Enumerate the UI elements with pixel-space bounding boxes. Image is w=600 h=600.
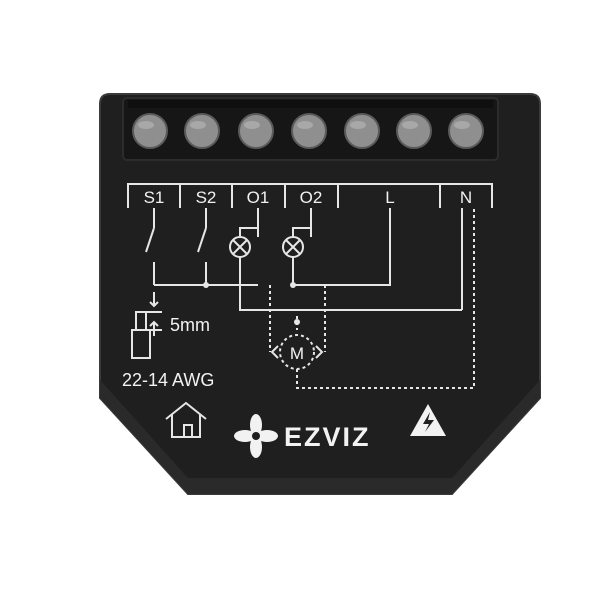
terminal-screw-highlight bbox=[402, 121, 418, 129]
terminal-screw-highlight bbox=[454, 121, 470, 129]
high-voltage-warning-icon bbox=[410, 404, 446, 436]
wire-gauge-label: 22-14 AWG bbox=[122, 370, 214, 390]
terminal-screw-highlight bbox=[350, 121, 366, 129]
terminal-screws bbox=[132, 113, 484, 149]
terminal-label-s1: S1 bbox=[144, 188, 165, 207]
terminal-label-l: L bbox=[385, 188, 394, 207]
ezviz-logo-icon bbox=[234, 414, 278, 458]
terminal-block-top bbox=[128, 100, 493, 108]
terminal-screw-highlight bbox=[190, 121, 206, 129]
wiring-schematic: M bbox=[145, 208, 475, 389]
terminal-screw bbox=[396, 113, 432, 149]
wire-strip-diagram: 5mm 22-14 AWG bbox=[122, 292, 214, 390]
terminal-label-n: N bbox=[460, 188, 472, 207]
terminal-screw bbox=[448, 113, 484, 149]
terminal-screw bbox=[344, 113, 380, 149]
terminal-screw-highlight bbox=[138, 121, 154, 129]
terminal-screw-highlight bbox=[244, 121, 260, 129]
terminal-screw bbox=[132, 113, 168, 149]
terminal-label-o2: O2 bbox=[300, 188, 323, 207]
home-icon bbox=[165, 401, 207, 438]
strip-length-label: 5mm bbox=[170, 315, 210, 335]
brand-wordmark: EZVIZ bbox=[284, 422, 371, 452]
terminal-label-o1: O1 bbox=[247, 188, 270, 207]
terminal-label-frame bbox=[127, 183, 493, 208]
terminal-screw bbox=[238, 113, 274, 149]
terminal-screw bbox=[291, 113, 327, 149]
terminal-screw bbox=[184, 113, 220, 149]
terminal-dividers bbox=[179, 184, 441, 208]
terminal-label-s2: S2 bbox=[196, 188, 217, 207]
motor-label: M bbox=[290, 344, 304, 363]
device-body bbox=[99, 93, 541, 495]
terminal-screw-highlight bbox=[297, 121, 313, 129]
terminal-labels: S1 S2 O1 O2 L N bbox=[144, 188, 473, 207]
